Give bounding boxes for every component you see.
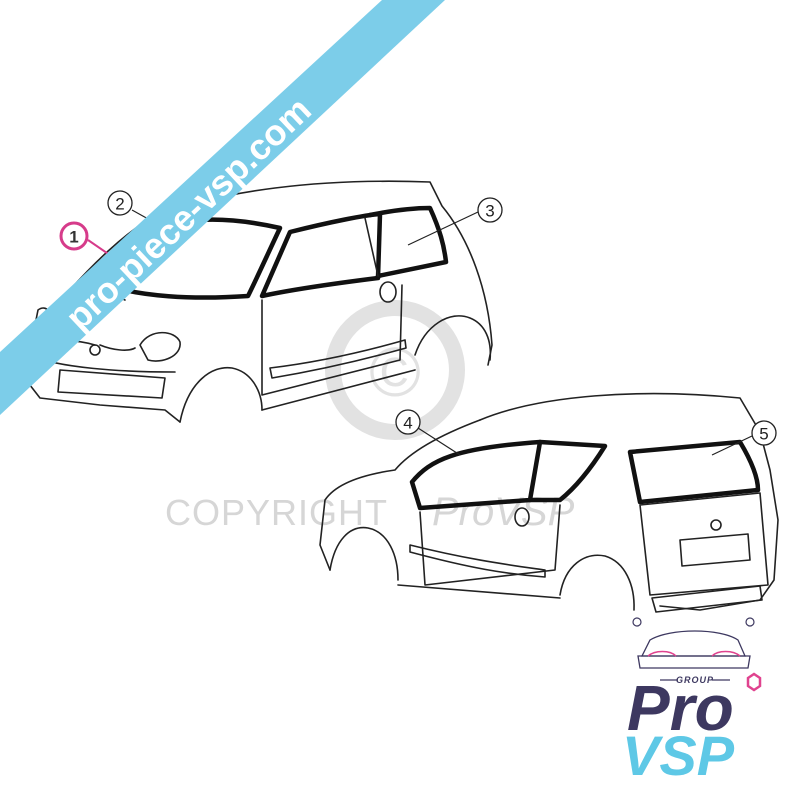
logo-mirror-right <box>745 617 755 627</box>
part-4-rear-side-window <box>527 439 608 503</box>
part-3-door-window <box>259 211 383 299</box>
callout-5-label: 5 <box>759 425 768 444</box>
car-front-headlight-right <box>139 331 181 362</box>
car-rear-plate <box>679 533 751 567</box>
car-front-fuel-cap <box>379 281 397 303</box>
car-rear-side-trim <box>409 544 546 578</box>
part-4-front-side-window <box>409 439 543 511</box>
callout-5-leader <box>711 435 753 456</box>
logo-mirror-left <box>632 617 642 627</box>
callout-3-leader <box>407 211 479 246</box>
car-rear-badge <box>710 519 722 531</box>
car-front-sill <box>261 369 416 411</box>
callout-1-label: 1 <box>69 228 78 247</box>
callout-2-label: 2 <box>115 195 124 214</box>
car-rear-fuel-cap <box>514 507 530 527</box>
car-rear-front-section <box>319 419 481 571</box>
copyright-script: ProVSP <box>432 490 575 534</box>
logo-car-body <box>637 655 751 669</box>
car-front-plate <box>57 369 166 399</box>
logo-hex-nut-icon <box>746 672 762 692</box>
car-front-side-trim <box>269 339 407 379</box>
banner-stripe <box>0 0 445 415</box>
car-front-b-pillar <box>364 217 379 277</box>
car-front-rear-arch <box>414 315 492 361</box>
callout-5-circle <box>751 420 777 446</box>
banner-text: pro-piece-vsp.com <box>57 89 318 338</box>
callout-3-circle <box>477 197 503 223</box>
callout-3-label: 3 <box>485 202 494 221</box>
part-3-rear-quarter-window <box>367 205 449 279</box>
callout-4-leader <box>417 427 461 456</box>
provsp-logo: GROUP Pro VSP <box>622 617 762 787</box>
logo-car-headlights <box>647 650 741 657</box>
callout-4-label: 4 <box>403 414 412 433</box>
car-front-grille-detail <box>99 344 136 351</box>
callout-4-circle <box>395 409 421 435</box>
car-rear-front-arch <box>329 526 399 581</box>
car-rear-bumper <box>651 585 763 613</box>
car-rear-view <box>319 392 779 613</box>
copyright-symbol: © <box>369 333 421 411</box>
car-rear-roof <box>479 392 779 611</box>
callouts: 1 2 3 4 5 <box>59 190 777 456</box>
car-front-front-arch <box>179 366 263 423</box>
copyright-text: COPYRIGHT <box>165 492 388 533</box>
copyright-watermark: © COPYRIGHT ProVSP <box>165 300 575 534</box>
logo-pro-text: Pro <box>627 672 734 744</box>
car-rear-rear-arch <box>559 554 635 611</box>
part-5-rear-window <box>627 439 761 505</box>
logo-car-roof <box>640 630 746 657</box>
callout-2-circle <box>107 190 133 216</box>
car-rear-tailgate <box>639 492 769 596</box>
car-front-door <box>261 284 403 396</box>
logo-vsp-text: VSP <box>622 724 735 787</box>
callout-1-circle <box>59 221 89 251</box>
copyright-circle <box>325 300 465 440</box>
car-front-badge <box>89 344 101 356</box>
car-rear-sill <box>397 584 561 599</box>
logo-group-text: GROUP <box>676 675 714 685</box>
